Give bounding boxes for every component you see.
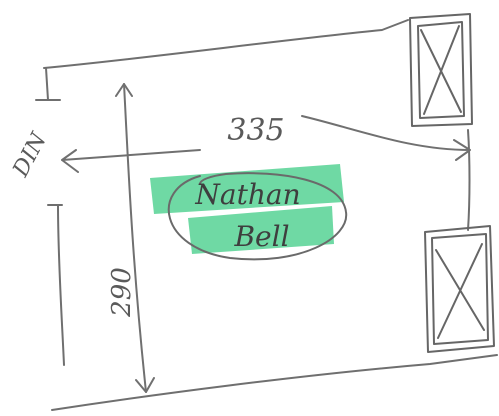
window-top-frame-inner <box>417 21 465 119</box>
door-label: DIN <box>8 128 52 182</box>
window-top-right <box>409 13 473 127</box>
name-circle <box>167 172 348 261</box>
window-top-cross <box>420 25 462 115</box>
height-arrow-bottom-head <box>135 377 155 393</box>
height-arrow-line <box>123 83 147 393</box>
width-dimension <box>61 115 471 173</box>
room-outline <box>35 19 498 411</box>
window-top-frame <box>409 13 473 127</box>
width-dimension-label: 335 <box>227 113 284 148</box>
window-bottom-right <box>424 225 495 353</box>
width-arrow-right <box>301 115 471 161</box>
width-arrow-left <box>61 149 201 173</box>
bottom-wall <box>51 354 498 411</box>
person-name-line2: Bell <box>233 220 289 253</box>
highlight-band-bottom <box>188 206 334 254</box>
top-wall <box>43 19 409 69</box>
right-wall <box>467 129 471 231</box>
window-bottom-cross <box>435 243 485 339</box>
left-wall-upper <box>35 67 61 101</box>
height-arrow-top-head <box>115 83 133 97</box>
height-dimension <box>115 83 155 393</box>
window-bottom-frame-inner <box>431 233 489 345</box>
window-bottom-frame <box>424 225 495 353</box>
height-dimension-label: 290 <box>107 267 137 318</box>
person-name-line1: Nathan <box>194 178 300 211</box>
left-wall-lower <box>47 204 65 366</box>
